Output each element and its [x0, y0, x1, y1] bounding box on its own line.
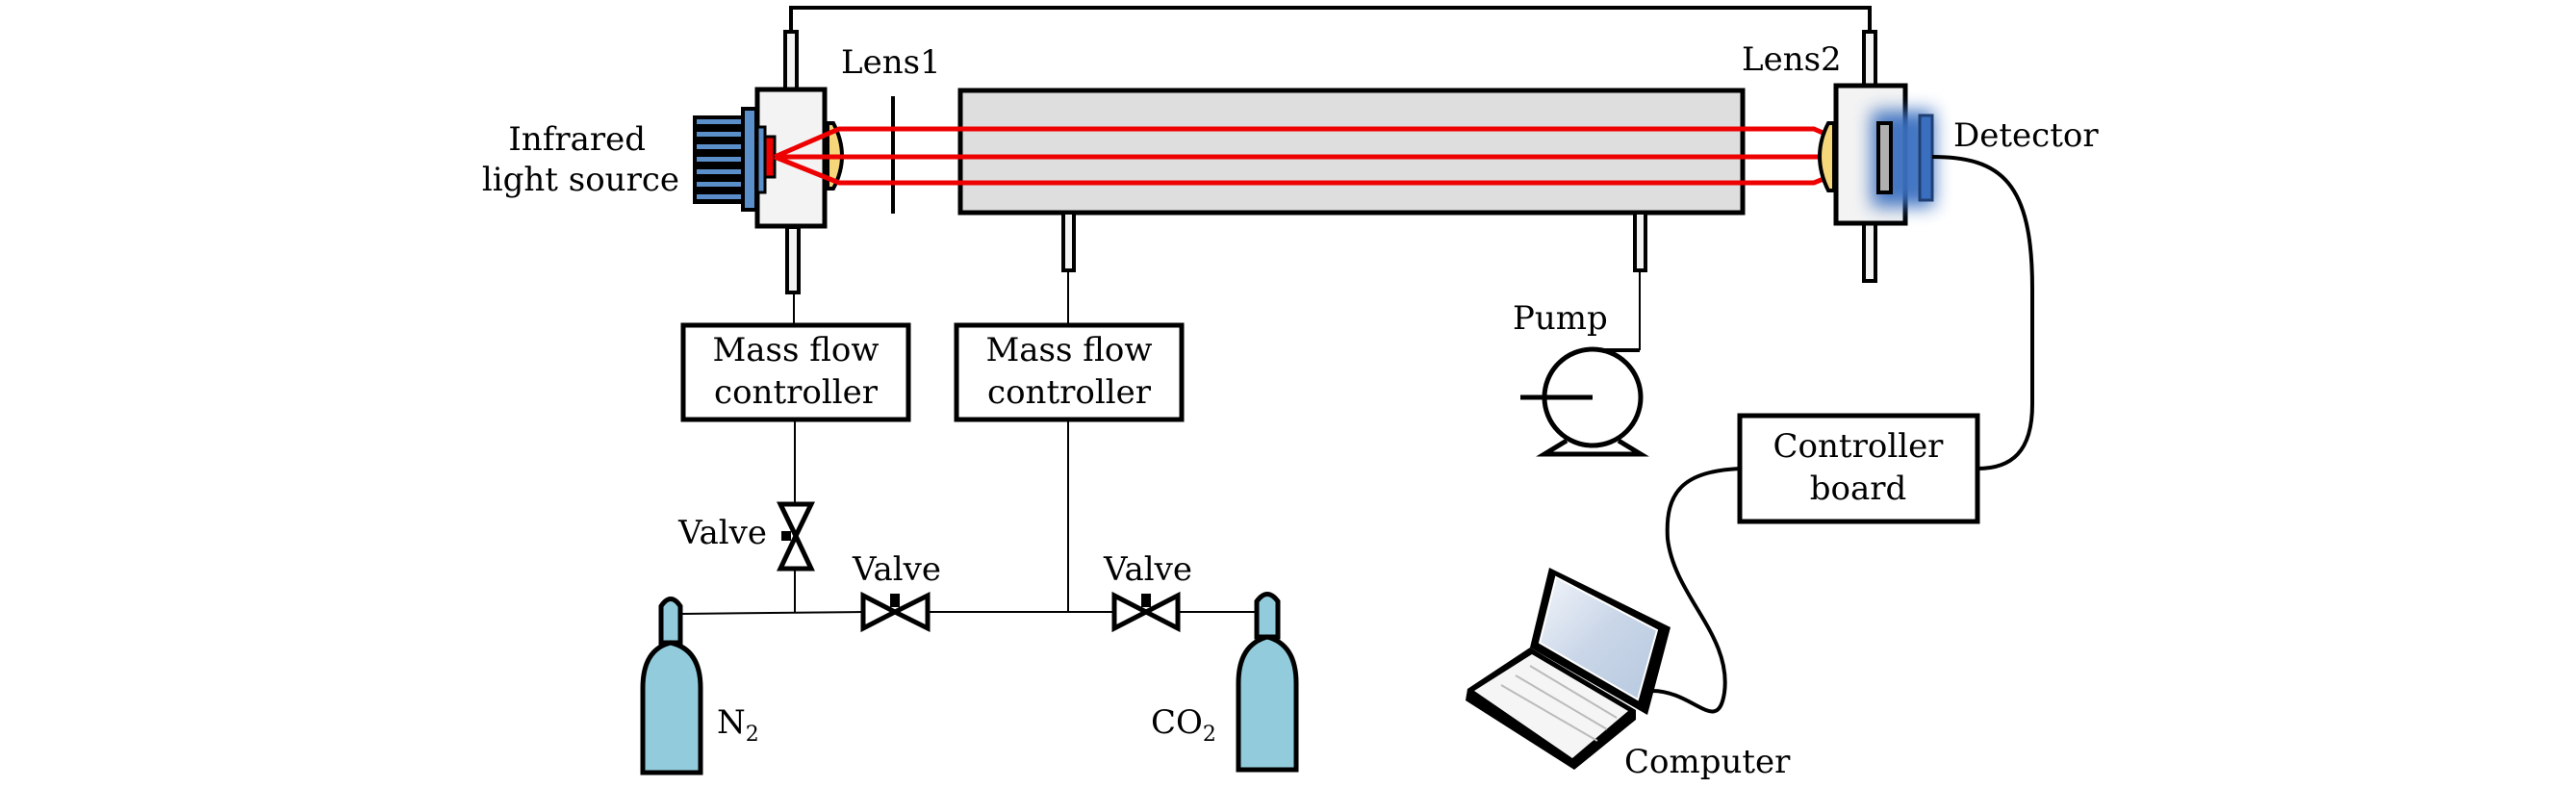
controller-board	[1737, 413, 1980, 524]
gas-cell	[957, 88, 1746, 216]
controller-label-line1: Controller	[1773, 427, 1945, 466]
lens2-icon	[1818, 121, 1836, 192]
gas-lines	[680, 270, 1256, 615]
valve-co2-icon	[1111, 591, 1181, 633]
source-label-line1: Infrared	[508, 120, 646, 159]
co2-cylinder-icon	[1236, 592, 1299, 773]
detector-bottom-port	[1862, 221, 1877, 283]
pump-icon	[1520, 270, 1649, 457]
detector-element	[1876, 121, 1893, 194]
gas-cell-outlet-port	[1633, 211, 1647, 272]
source-bottom-port	[785, 225, 801, 294]
mfc2-label-line2: controller	[987, 373, 1152, 412]
n2-cylinder-icon	[640, 597, 703, 775]
source-top-port	[783, 30, 799, 91]
source-label-line2: light source	[482, 161, 679, 199]
valve-vertical-label: Valve	[677, 514, 767, 552]
mass-flow-controller-1	[680, 322, 911, 422]
mfc1-label-line2: controller	[714, 373, 879, 412]
valve-n2-label: Valve	[852, 550, 941, 589]
heat-sink-icon	[693, 107, 758, 212]
valve-co2-label: Valve	[1103, 550, 1192, 589]
computer-icon	[1466, 568, 1671, 770]
infrared-emitter	[763, 135, 777, 179]
detector-label: Detector	[1953, 116, 2099, 155]
computer-label: Computer	[1624, 743, 1791, 781]
detector-top-port	[1862, 30, 1877, 88]
n2-label: N2	[717, 703, 759, 747]
valve-n2-icon	[860, 591, 931, 633]
detector-cable	[1931, 155, 2034, 470]
computer-cable	[1651, 467, 1741, 714]
mfc1-label-line1: Mass flow	[712, 331, 879, 369]
co2-label: CO2	[1151, 703, 1216, 747]
valve-vertical-icon	[777, 501, 815, 572]
lens1-label: Lens1	[841, 43, 941, 82]
top-wire	[789, 6, 1872, 32]
mfc2-label-line1: Mass flow	[985, 331, 1152, 369]
controller-label-line2: board	[1810, 470, 1907, 508]
detector-plate	[1918, 114, 1934, 202]
lens2-label: Lens2	[1742, 40, 1842, 79]
gas-cell-inlet-port	[1061, 211, 1076, 272]
pump-label: Pump	[1513, 299, 1608, 338]
